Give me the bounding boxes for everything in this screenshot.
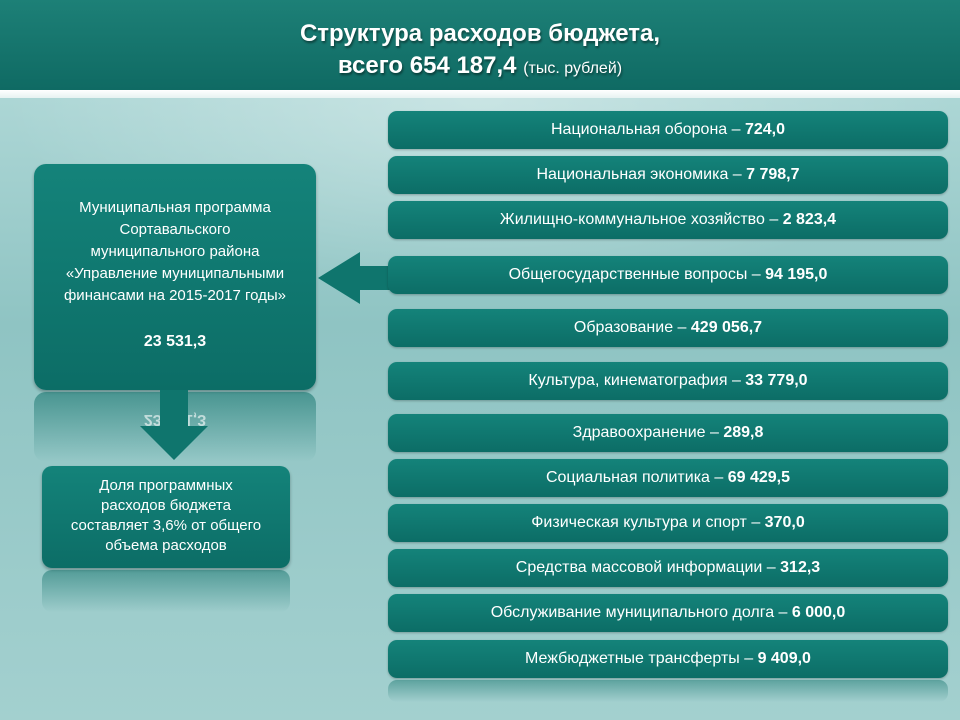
expense-item: Обслуживание муниципального долга – 6 00…: [388, 594, 948, 632]
program-title: Муниципальная программа Сортавальского м…: [42, 197, 308, 307]
expense-value: 7 798,7: [746, 166, 800, 183]
left-arrow-icon: [318, 252, 390, 304]
expense-item: Средства массовой информации – 312,3: [388, 549, 948, 587]
unit-label: (тыс. рублей): [523, 60, 623, 77]
bar-reflection: [388, 680, 948, 702]
header-divider: [0, 90, 960, 98]
down-arrow-icon: [140, 390, 208, 460]
expense-value: 33 779,0: [745, 372, 808, 389]
expense-label: Социальная политика –: [545, 469, 728, 486]
share-line: расходов бюджета: [101, 497, 231, 514]
expense-label: Средства массовой информации –: [515, 559, 781, 576]
expense-item: Национальная оборона – 724,0: [388, 111, 948, 149]
title-line-2: всего 654 187,4 (тыс. рублей): [0, 52, 960, 80]
program-line: муниципального района: [90, 243, 260, 260]
expense-value: 312,3: [780, 559, 821, 576]
expense-value: 94 195,0: [765, 266, 828, 283]
program-line: «Управление муниципальными: [65, 265, 285, 282]
title-line-1: Структура расходов бюджета,: [299, 20, 661, 47]
expense-value: 9 409,0: [757, 650, 811, 667]
expense-item: Образование – 429 056,7: [388, 309, 948, 347]
share-line: Доля программных: [99, 477, 233, 494]
expense-label: Национальная экономика –: [536, 166, 747, 183]
expense-value: 289,8: [723, 424, 764, 441]
program-amount: 23 531,3: [143, 333, 207, 350]
total-amount: всего 654 187,4: [337, 52, 517, 79]
expense-item: Межбюджетные трансферты – 9 409,0: [388, 640, 948, 678]
expense-label: Общегосударственные вопросы –: [508, 266, 766, 283]
expense-value: 6 000,0: [791, 604, 846, 621]
share-text: Доля программных расходов бюджета состав…: [52, 476, 280, 556]
expense-item: Общегосударственные вопросы – 94 195,0: [388, 256, 948, 294]
expense-item: Социальная политика – 69 429,5: [388, 459, 948, 497]
expense-label: Здравоохранение –: [572, 424, 724, 441]
expense-label: Национальная оборона –: [550, 121, 745, 138]
title-banner: Структура расходов бюджета, всего 654 18…: [0, 0, 960, 90]
program-line: Муниципальная программа: [79, 199, 271, 216]
share-box-reflection: [42, 570, 290, 612]
expense-item: Культура, кинематография – 33 779,0: [388, 362, 948, 400]
share-line: объема расходов: [105, 537, 227, 554]
expense-value: 724,0: [744, 121, 786, 138]
expense-label: Межбюджетные трансферты –: [525, 650, 758, 667]
program-line: финансами на 2015-2017 годы»: [63, 287, 287, 304]
expense-item: Жилищно-коммунальное хозяйство – 2 823,4: [388, 201, 948, 239]
expense-value: 370,0: [764, 514, 805, 531]
expense-item: Здравоохранение – 289,8: [388, 414, 948, 452]
program-box: Муниципальная программа Сортавальского м…: [34, 164, 316, 390]
expense-value: 69 429,5: [727, 469, 791, 486]
expense-label: Физическая культура и спорт –: [531, 514, 765, 531]
share-line: составляет 3,6% от общего: [70, 517, 262, 534]
program-line: Сортавальского: [119, 221, 231, 238]
expense-label: Жилищно-коммунальное хозяйство –: [499, 211, 783, 228]
expense-value: 429 056,7: [690, 319, 763, 336]
expense-label: Обслуживание муниципального долга –: [490, 604, 792, 621]
expense-item: Физическая культура и спорт – 370,0: [388, 504, 948, 542]
expense-label: Культура, кинематография –: [528, 372, 746, 389]
share-box: Доля программных расходов бюджета состав…: [42, 466, 290, 568]
expense-value: 2 823,4: [782, 211, 837, 228]
expense-item: Национальная экономика – 7 798,7: [388, 156, 948, 194]
expense-label: Образование –: [573, 319, 691, 336]
